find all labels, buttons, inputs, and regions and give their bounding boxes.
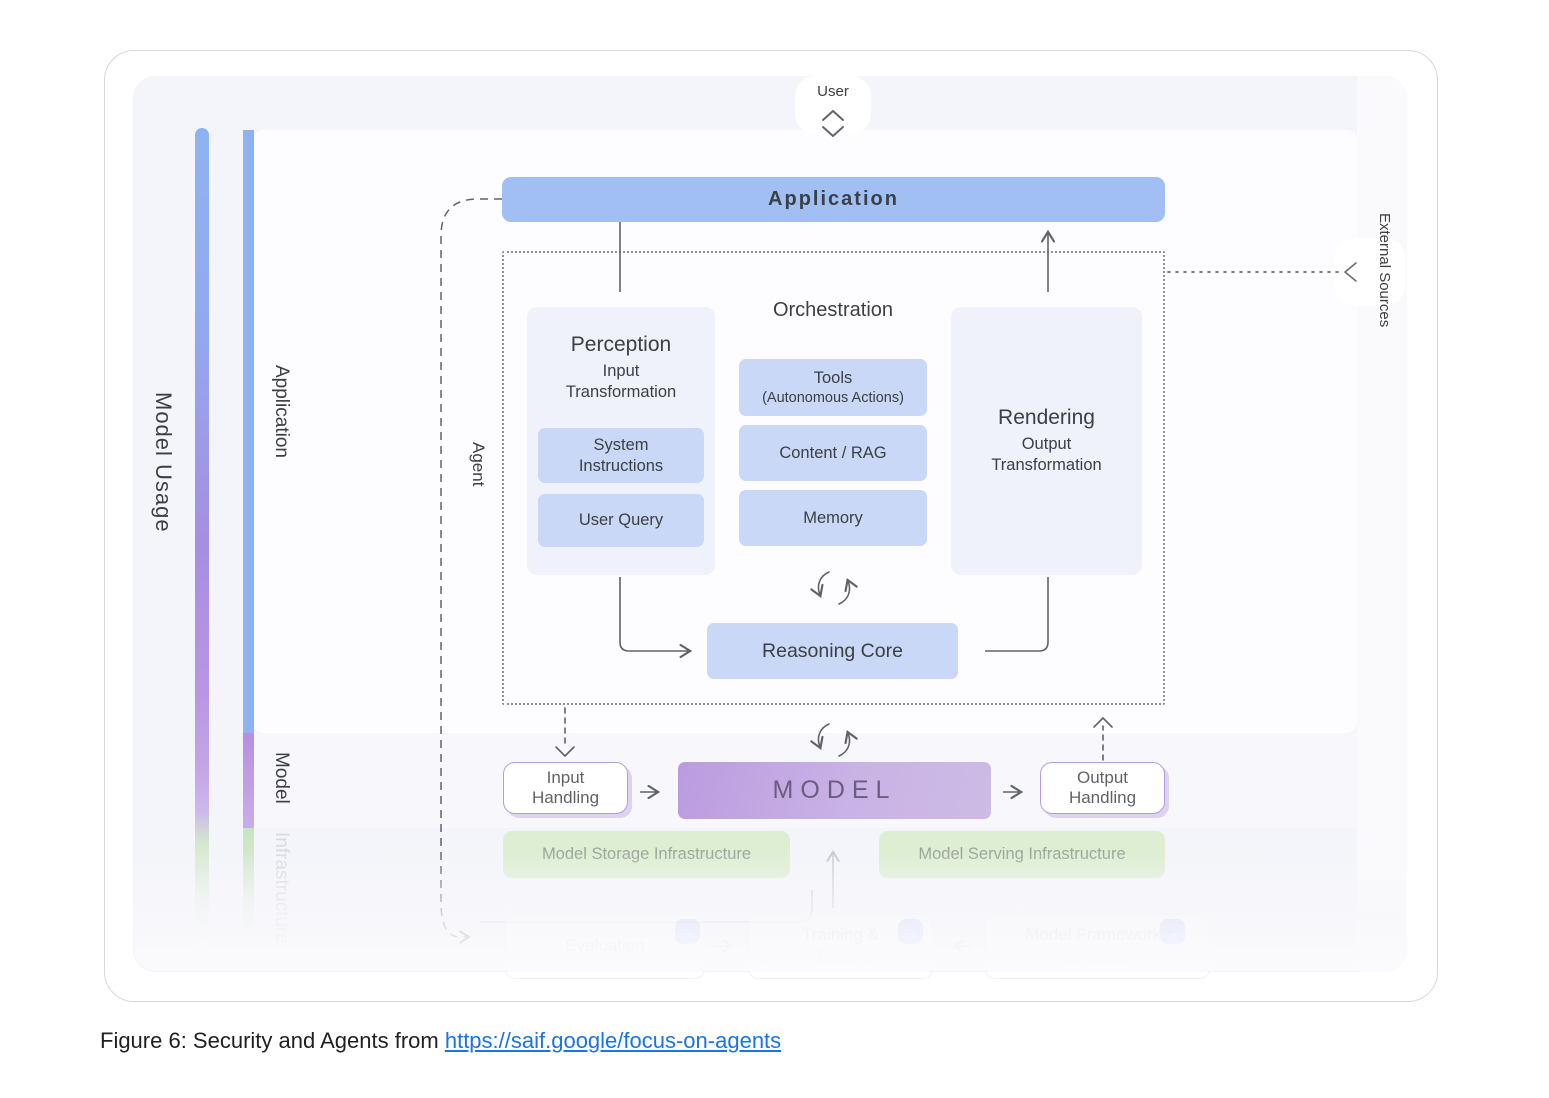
model-usage-label: Model Usage: [151, 392, 176, 533]
reasoning-core-label: Reasoning Core: [762, 639, 903, 662]
application-rail-label: Application: [271, 365, 292, 458]
training-label-line1: Training &: [802, 924, 879, 944]
tools-label: Tools: [813, 369, 853, 388]
shield-arrow-glyph: →: [1165, 923, 1180, 940]
application-rail-segment: [243, 130, 254, 733]
figure-caption: Figure 6: Security and Agents from https…: [100, 1028, 781, 1054]
external-sources-strip: [1357, 76, 1407, 972]
user-bump: [795, 76, 871, 134]
input-handling-label: Input Handling: [531, 767, 600, 807]
model-rail-label: Model: [271, 752, 292, 804]
memory-label: Memory: [803, 508, 863, 527]
rendering-card: Rendering Output Transformation: [951, 307, 1142, 575]
shield-arrow-icon: →: [675, 919, 700, 944]
content-rag-label: Content / RAG: [779, 443, 887, 462]
frameworks-label-line2: & Code: [1069, 947, 1126, 966]
caption-text: Figure 6: Security and Agents from: [100, 1028, 445, 1053]
input-handling-box: Input Handling: [503, 762, 628, 814]
model-box: MODEL: [678, 762, 991, 819]
user-query-chip: User Query: [538, 494, 704, 547]
shield-arrow-icon: →: [898, 919, 923, 944]
agent-boundary-box: [502, 251, 1165, 705]
user-label: User: [817, 83, 849, 100]
training-label-line2: Tuning: [814, 947, 867, 966]
perception-subtitle: Input Transformation: [565, 362, 677, 401]
system-instructions-chip: System Instructions: [538, 428, 704, 483]
shield-arrow-glyph: →: [680, 923, 695, 940]
shield-arrow-icon: →: [1160, 919, 1185, 944]
rendering-title: Rendering: [998, 406, 1095, 430]
tools-sublabel: (Autonomous Actions): [762, 389, 904, 406]
output-handling-box: Output Handling: [1040, 762, 1165, 814]
output-handling-label: Output Handling: [1068, 767, 1137, 807]
frameworks-label-line1: Model Frameworks: [1025, 924, 1170, 944]
application-banner: Application: [502, 177, 1165, 222]
reasoning-core-chip: Reasoning Core: [707, 623, 958, 679]
model-rail-segment: [243, 733, 254, 828]
user-query-label: User Query: [578, 511, 664, 530]
shield-arrow-glyph: →: [903, 923, 918, 940]
application-banner-label: Application: [768, 188, 899, 210]
external-sources-label: External Sources: [1376, 213, 1393, 328]
caption-link[interactable]: https://saif.google/focus-on-agents: [444, 1028, 782, 1053]
evaluation-label: Evaluation: [565, 935, 645, 955]
orchestration-title: Orchestration: [772, 299, 894, 321]
memory-chip: Memory: [739, 490, 927, 546]
rendering-subtitle: Output Transformation: [991, 435, 1102, 474]
system-instructions-label: System Instructions: [578, 435, 664, 475]
model-label: MODEL: [772, 776, 897, 804]
perception-title: Perception: [570, 333, 672, 356]
model-usage-rail: [195, 128, 209, 960]
tools-chip: Tools (Autonomous Actions): [739, 359, 927, 416]
content-rag-chip: Content / RAG: [739, 425, 927, 481]
